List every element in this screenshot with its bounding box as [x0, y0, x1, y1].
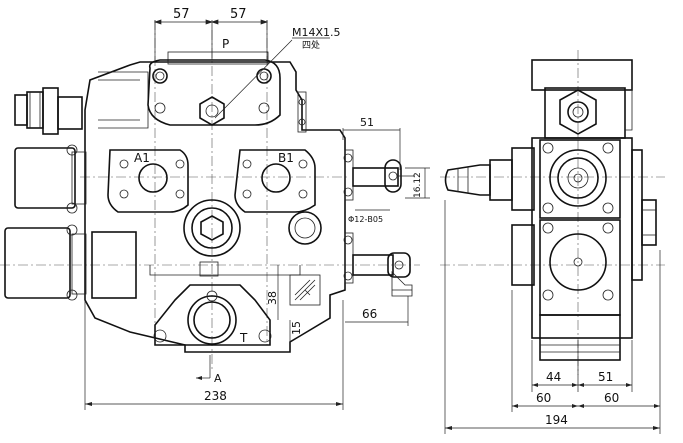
dim-194: 194 [545, 413, 568, 427]
left-actuator-upper [14, 147, 76, 209]
dim-side-phi: Φ12-B05 [348, 215, 383, 224]
manufacturer-logo [289, 274, 321, 306]
left-actuator-lower [4, 227, 71, 299]
dim-60b: 60 [604, 391, 619, 405]
dim-44: 44 [546, 370, 561, 384]
port-t-label: T [239, 331, 248, 345]
dim-51b: 51 [598, 370, 613, 384]
dim-60a: 60 [536, 391, 551, 405]
dim-top-left: 57 [173, 7, 190, 22]
dim-66: 66 [362, 307, 377, 321]
dim-238: 238 [204, 389, 227, 403]
side-view [440, 50, 665, 375]
port-p-label: P [222, 37, 229, 51]
front-view [0, 20, 420, 370]
dim-side-51: 51 [360, 116, 374, 129]
dim-15: 15 [290, 321, 303, 335]
thread-note-line2: 四处 [302, 39, 320, 51]
section-a-label: A [214, 372, 222, 385]
left-nut-assembly [14, 87, 83, 135]
dim-38: 38 [266, 291, 279, 305]
port-b1-label: B1 [278, 151, 294, 165]
valve-body-outline [84, 61, 346, 353]
dim-side-16: 16.12 [413, 172, 423, 198]
front-dimensions: 57 57 P M14X1.5 四处 A1 B1 51 16.12 Φ12-B0… [84, 7, 430, 410]
dim-top-right: 57 [230, 7, 247, 22]
port-a1-label: A1 [134, 151, 150, 165]
side-dimensions: 44 51 60 60 194 [444, 200, 661, 434]
thread-note-line1: M14X1.5 [292, 26, 341, 39]
